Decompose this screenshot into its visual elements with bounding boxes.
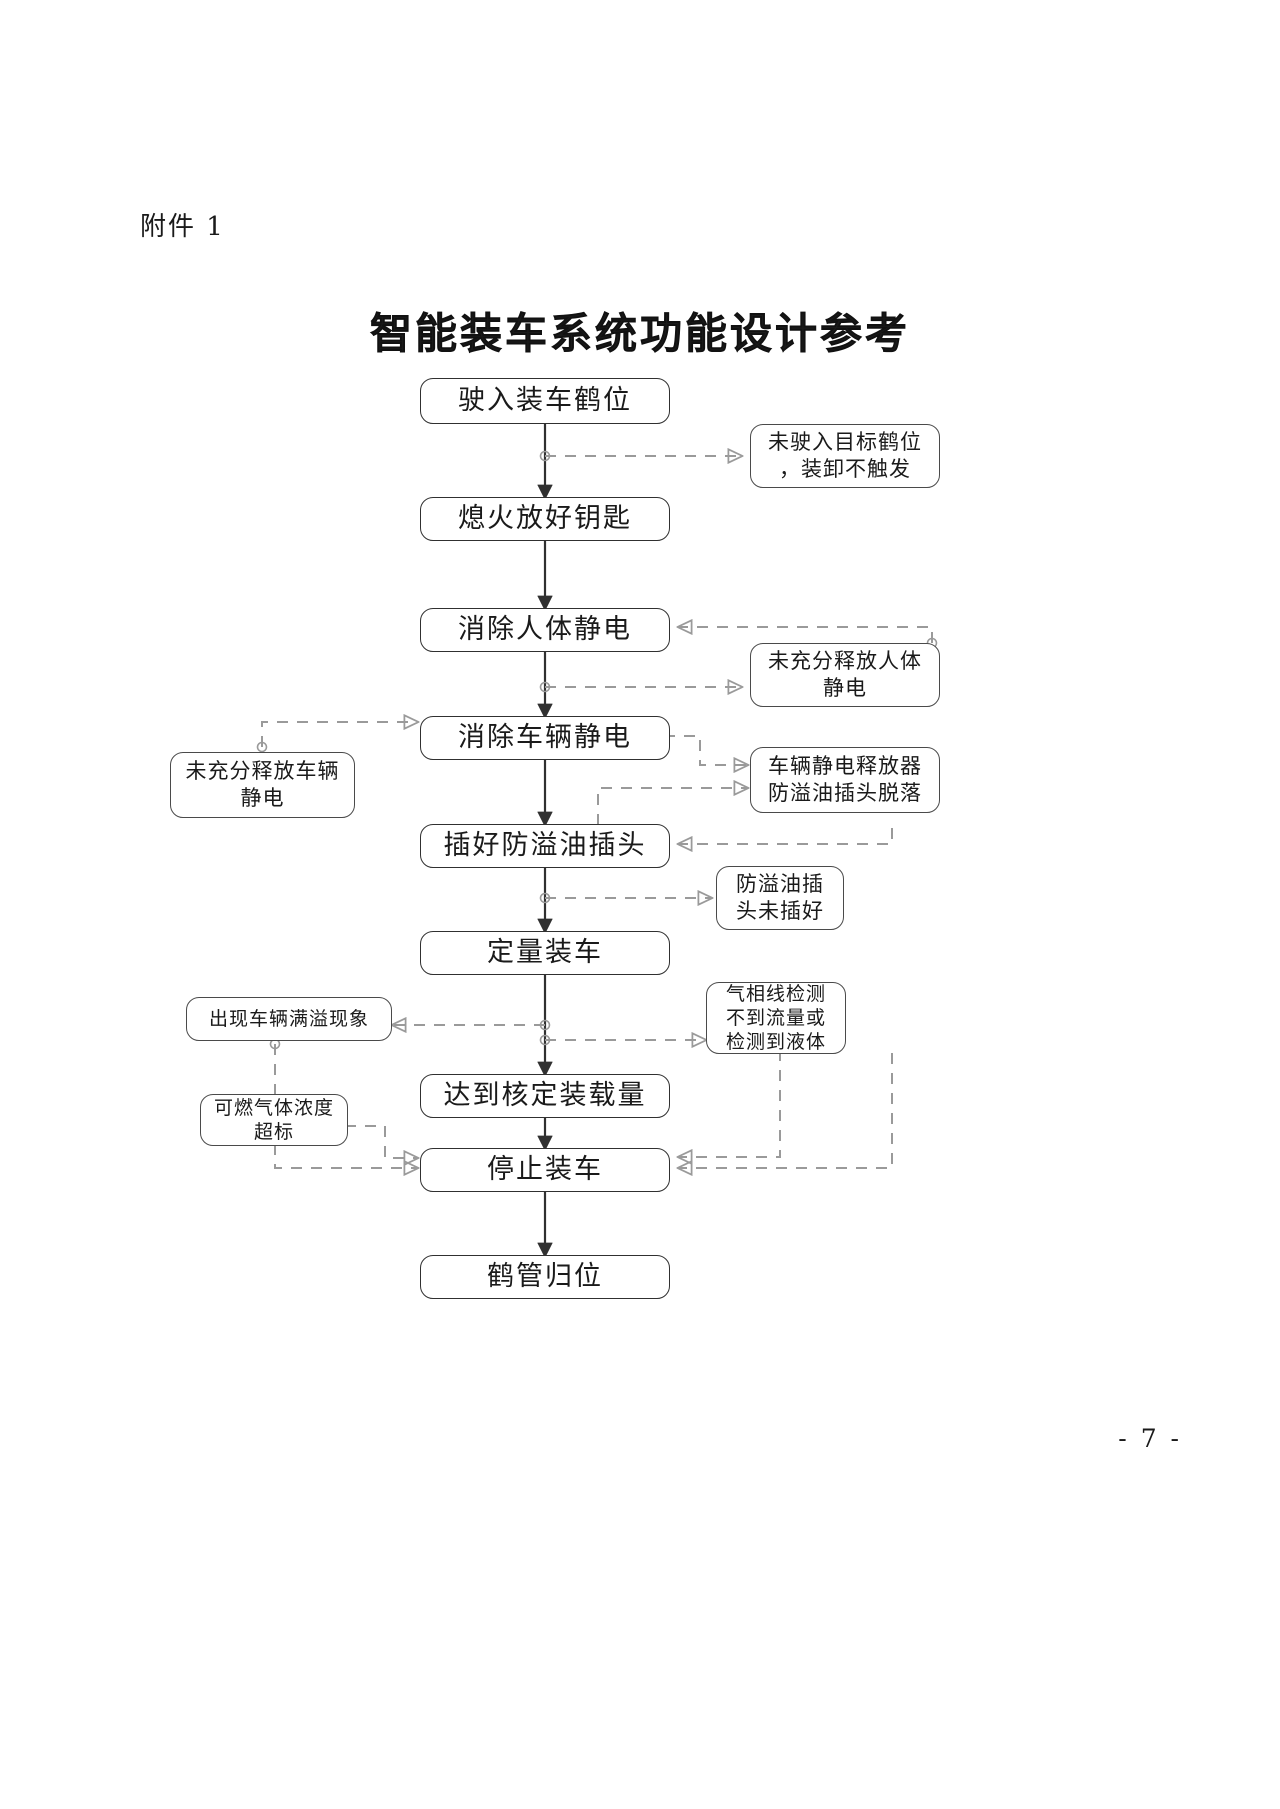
- flow-node-drive-in[interactable]: 驶入装车鹤位: [420, 378, 670, 424]
- note-vehicle-static-not-released[interactable]: 未充分释放车辆 静电: [170, 752, 355, 818]
- page-title: 智能装车系统功能设计参考: [369, 309, 910, 359]
- flow-node-return-loading-arm[interactable]: 鹤管归位: [420, 1255, 670, 1299]
- flow-node-plug-overflow-connector[interactable]: 插好防溢油插头: [420, 824, 670, 868]
- flow-node-reach-rated-load[interactable]: 达到核定装载量: [420, 1074, 670, 1118]
- attachment-label: 附件 1: [140, 212, 225, 242]
- note-not-target-bay[interactable]: 未驶入目标鹤位 ，装卸不触发: [750, 424, 940, 488]
- flow-node-remove-body-static[interactable]: 消除人体静电: [420, 608, 670, 652]
- note-flammable-gas-exceeded[interactable]: 可燃气体浓度 超标: [200, 1094, 348, 1146]
- note-gas-line-no-flow[interactable]: 气相线检测 不到流量或 检测到液体: [706, 982, 846, 1054]
- note-vehicle-overflow[interactable]: 出现车辆满溢现象: [186, 997, 392, 1041]
- flow-node-remove-vehicle-static[interactable]: 消除车辆静电: [420, 716, 670, 760]
- page-number: - 7 -: [1118, 1424, 1182, 1453]
- flow-node-quantitative-loading[interactable]: 定量装车: [420, 931, 670, 975]
- note-overflow-plug-not-inserted[interactable]: 防溢油插 头未插好: [716, 866, 844, 930]
- flow-node-stop-loading[interactable]: 停止装车: [420, 1148, 670, 1192]
- flow-node-turn-off-engine[interactable]: 熄火放好钥匙: [420, 497, 670, 541]
- note-static-releaser-plug-detached[interactable]: 车辆静电释放器 防溢油插头脱落: [750, 747, 940, 813]
- note-body-static-not-released[interactable]: 未充分释放人体 静电: [750, 643, 940, 707]
